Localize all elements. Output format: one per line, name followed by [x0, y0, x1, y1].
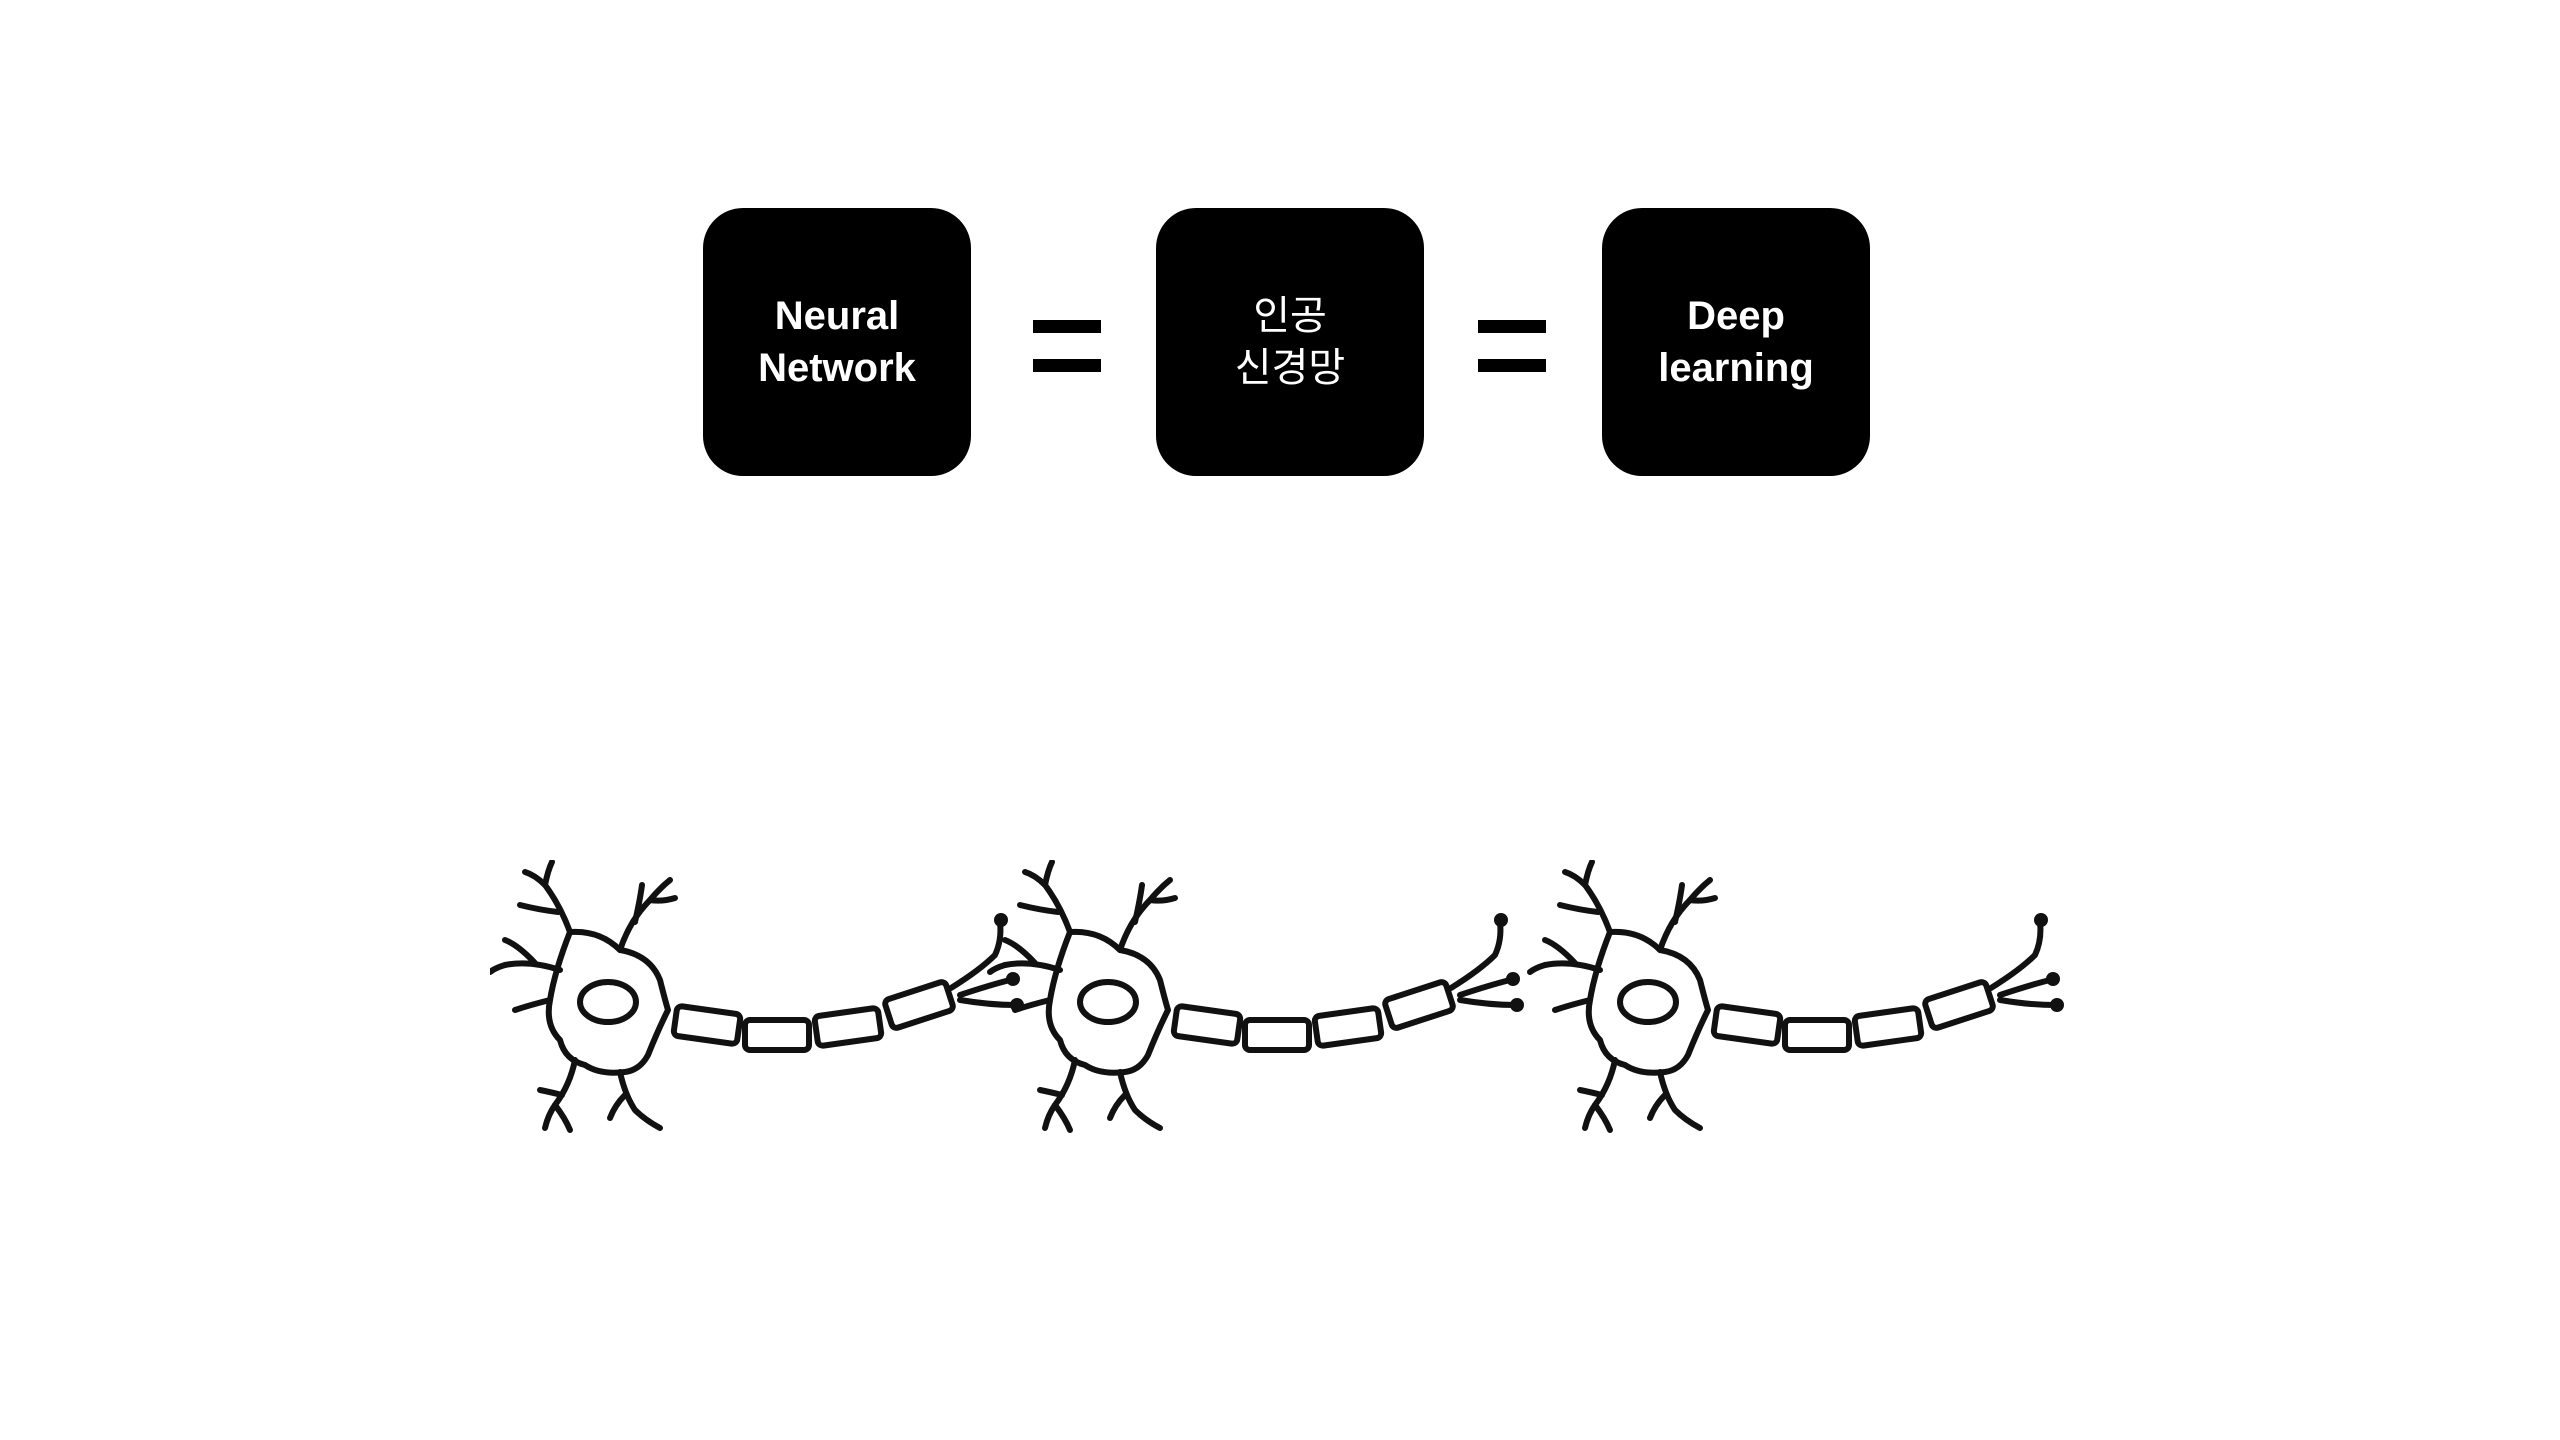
- deep-learning-label: Deep learning: [1658, 294, 1814, 390]
- neuron-1: [490, 862, 1024, 1130]
- neuron-chain-illustration: [490, 860, 2190, 1180]
- equals-sign-1: [1033, 320, 1101, 372]
- neural-network-box: Neural Network: [703, 208, 971, 476]
- neuron-3: [1530, 862, 2064, 1130]
- neural-network-label: Neural Network: [758, 294, 916, 390]
- korean-artificial-neural-network-box: 인공 신경망: [1156, 208, 1424, 476]
- equals-sign-2: [1478, 320, 1546, 372]
- korean-artificial-neural-network-label: 인공 신경망: [1234, 293, 1346, 391]
- neuron-2: [990, 862, 1524, 1130]
- deep-learning-box: Deep learning: [1602, 208, 1870, 476]
